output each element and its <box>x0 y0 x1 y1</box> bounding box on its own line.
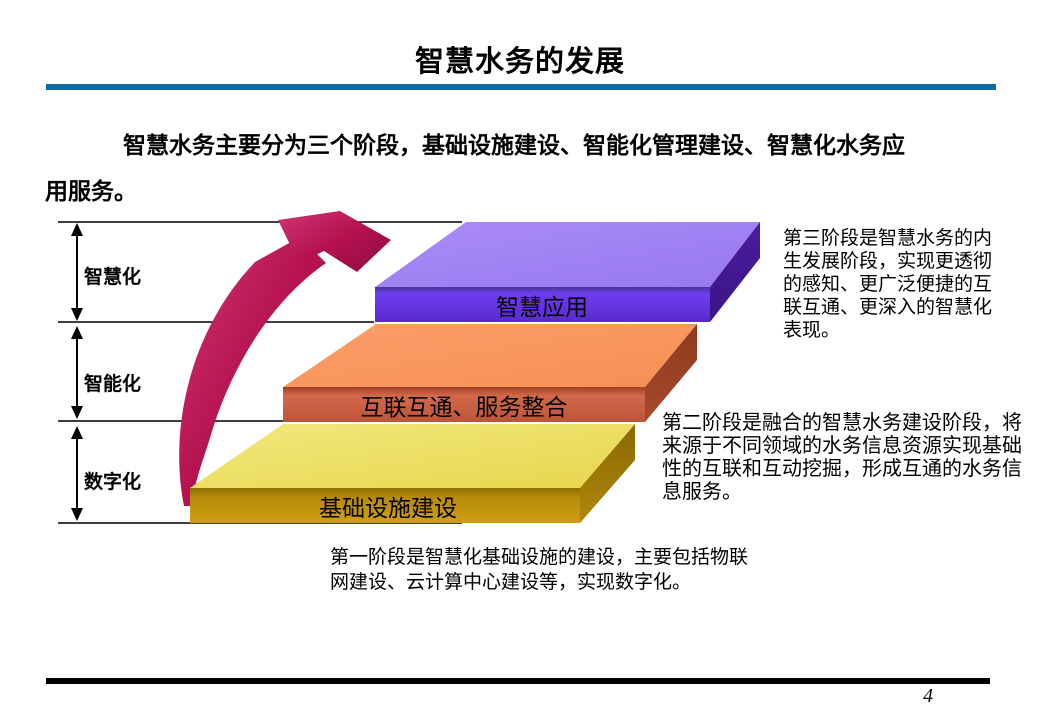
stage3-line-4: 联互通、更深入的智慧化 <box>783 297 993 318</box>
stage1-description: 第一阶段是智慧化基础设施的建设，主要包括物联 网建设、云计算中心建设等，实现数字… <box>330 545 748 595</box>
stage1-line-1: 第一阶段是智慧化基础设施的建设，主要包括物联 <box>330 547 749 568</box>
axis-label-digital: 数字化 <box>84 472 142 493</box>
stage2-line-4: 息服务。 <box>662 481 742 503</box>
stage1-line-2: 网建设、云计算中心建设等，实现数字化。 <box>330 572 692 593</box>
footer-rule <box>46 678 990 684</box>
stage2-line-1: 第二阶段是融合的智慧水务建设阶段，将 <box>662 412 1022 434</box>
title-underline <box>46 84 996 90</box>
step-block-3 <box>375 222 760 322</box>
intro-paragraph: 智慧水务主要分为三个阶段，基础设施建设、智能化管理建设、智慧化水务应 用服务。 <box>45 122 995 214</box>
dimension-arrow-intelligent <box>71 326 83 419</box>
stage2-line-2: 来源于不同领域的水务信息资源实现基础 <box>662 435 1022 457</box>
step3-top-face <box>375 222 760 287</box>
step2-side-face <box>645 324 697 422</box>
step1-side-face <box>580 424 635 523</box>
stage3-line-3: 的感知、更广泛便捷的互 <box>783 274 993 295</box>
growth-arrow-head <box>278 211 391 272</box>
stage2-line-3: 性的互联和互动挖掘，形成互通的水务信 <box>662 458 1022 480</box>
stage3-line-5: 表现。 <box>783 320 841 341</box>
page-title: 智慧水务的发展 <box>414 46 625 78</box>
step-label-infrastructure: 基础设施建设 <box>319 495 457 521</box>
step-label-interconnect: 互联互通、服务整合 <box>360 394 568 420</box>
page-number: 4 <box>923 685 933 707</box>
axis-label-intelligent: 智能化 <box>84 374 142 395</box>
dimension-arrow-digital <box>71 426 83 521</box>
stage3-description: 第三阶段是智慧水务的内 生发展阶段，实现更透彻 的感知、更广泛便捷的互 联互通、… <box>783 227 992 342</box>
dimension-arrow-smart <box>71 223 83 321</box>
dimension-arrows <box>71 223 83 521</box>
step-block-1 <box>190 424 635 523</box>
stage2-description: 第二阶段是融合的智慧水务建设阶段，将 来源于不同领域的水务信息资源实现基础 性的… <box>662 412 1022 504</box>
step-label-smart-app: 智慧应用 <box>496 294 588 320</box>
intro-line-2: 用服务。 <box>45 178 137 204</box>
growth-arrow <box>179 211 391 506</box>
axis-label-smart: 智慧化 <box>84 267 142 288</box>
growth-arrow-body <box>179 237 326 506</box>
step-block-2 <box>283 324 697 422</box>
step2-top-face <box>283 324 697 387</box>
stage3-line-2: 生发展阶段，实现更透彻 <box>783 251 993 272</box>
step3-front-face <box>375 287 710 322</box>
intro-line-1: 智慧水务主要分为三个阶段，基础设施建设、智能化管理建设、智慧化水务应 <box>123 132 905 158</box>
step1-front-face <box>190 488 580 523</box>
step1-top-face <box>190 424 635 488</box>
step3-side-face <box>710 222 760 322</box>
stage3-line-1: 第三阶段是智慧水务的内 <box>783 228 993 249</box>
step2-front-face <box>283 387 645 422</box>
